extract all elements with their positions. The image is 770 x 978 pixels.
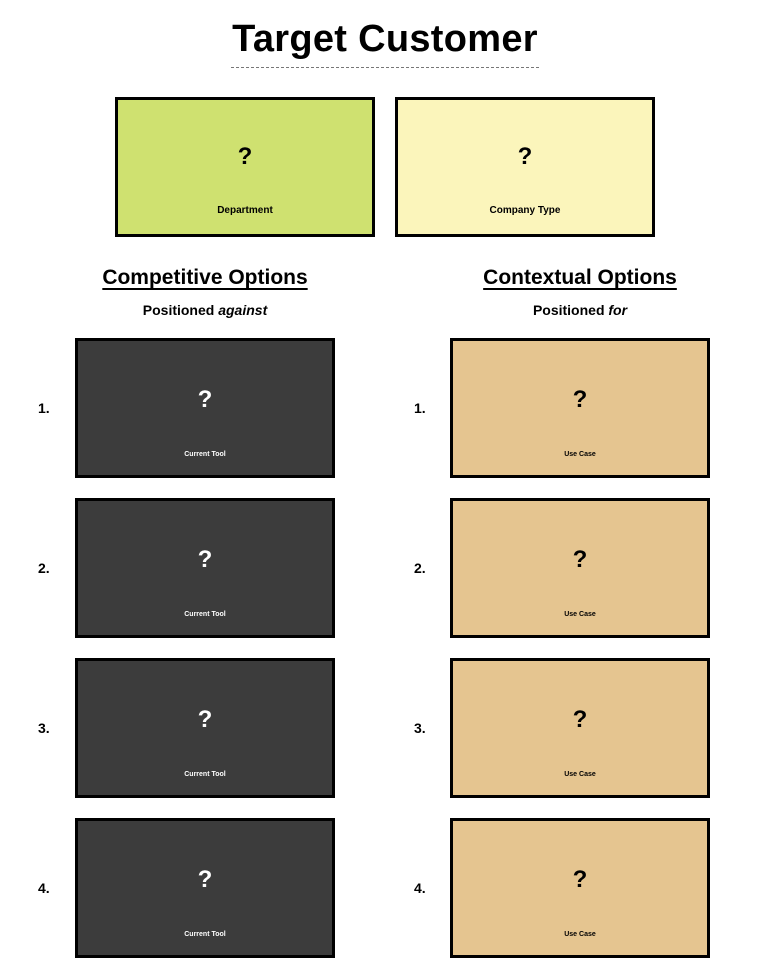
department-label: Department	[217, 205, 273, 216]
contextual-options-heading: Contextual Options	[483, 266, 677, 289]
contextual-number-2: 2.	[414, 560, 426, 576]
use-case-question-mark: ?	[572, 706, 588, 733]
competitive-options-subtitle: Positioned against	[75, 302, 335, 318]
contextual-sub-emphasis: for	[608, 302, 628, 318]
current-tool-question-mark: ?	[197, 546, 213, 573]
use-case-card-3[interactable]: ? Use Case	[450, 658, 710, 798]
company-type-label: Company Type	[489, 205, 561, 216]
contextual-number-1: 1.	[414, 400, 426, 416]
current-tool-card-1[interactable]: ? Current Tool	[75, 338, 335, 478]
competitive-number-4: 4.	[38, 880, 50, 896]
contextual-sub-prefix: Positioned	[532, 302, 605, 318]
competitive-options-heading: Competitive Options	[102, 266, 308, 289]
company-type-question-mark: ?	[517, 143, 533, 170]
competitive-sub-prefix: Positioned	[142, 302, 215, 318]
current-tool-label: Current Tool	[184, 611, 226, 618]
use-case-label: Use Case	[564, 931, 596, 938]
current-tool-question-mark: ?	[197, 706, 213, 733]
current-tool-question-mark: ?	[197, 866, 213, 893]
current-tool-card-3[interactable]: ? Current Tool	[75, 658, 335, 798]
department-question-mark: ?	[237, 143, 253, 170]
use-case-label: Use Case	[564, 451, 596, 458]
use-case-card-2[interactable]: ? Use Case	[450, 498, 710, 638]
use-case-label: Use Case	[564, 611, 596, 618]
use-case-card-4[interactable]: ? Use Case	[450, 818, 710, 958]
competitive-number-1: 1.	[38, 400, 50, 416]
use-case-question-mark: ?	[572, 866, 588, 893]
use-case-label: Use Case	[564, 771, 596, 778]
use-case-card-1[interactable]: ? Use Case	[450, 338, 710, 478]
competitive-sub-emphasis: against	[218, 302, 268, 318]
competitive-number-2: 2.	[38, 560, 50, 576]
current-tool-card-4[interactable]: ? Current Tool	[75, 818, 335, 958]
department-card[interactable]: ? Department	[115, 97, 375, 237]
contextual-options-subtitle: Positioned for	[450, 302, 710, 318]
page-title: Target Customer	[232, 18, 538, 60]
contextual-number-3: 3.	[414, 720, 426, 736]
current-tool-label: Current Tool	[184, 451, 226, 458]
current-tool-label: Current Tool	[184, 771, 226, 778]
competitive-number-3: 3.	[38, 720, 50, 736]
use-case-question-mark: ?	[572, 386, 588, 413]
current-tool-label: Current Tool	[184, 931, 226, 938]
use-case-question-mark: ?	[572, 546, 588, 573]
current-tool-question-mark: ?	[197, 386, 213, 413]
title-dashed-underline	[231, 67, 539, 68]
current-tool-card-2[interactable]: ? Current Tool	[75, 498, 335, 638]
contextual-number-4: 4.	[414, 880, 426, 896]
company-type-card[interactable]: ? Company Type	[395, 97, 655, 237]
